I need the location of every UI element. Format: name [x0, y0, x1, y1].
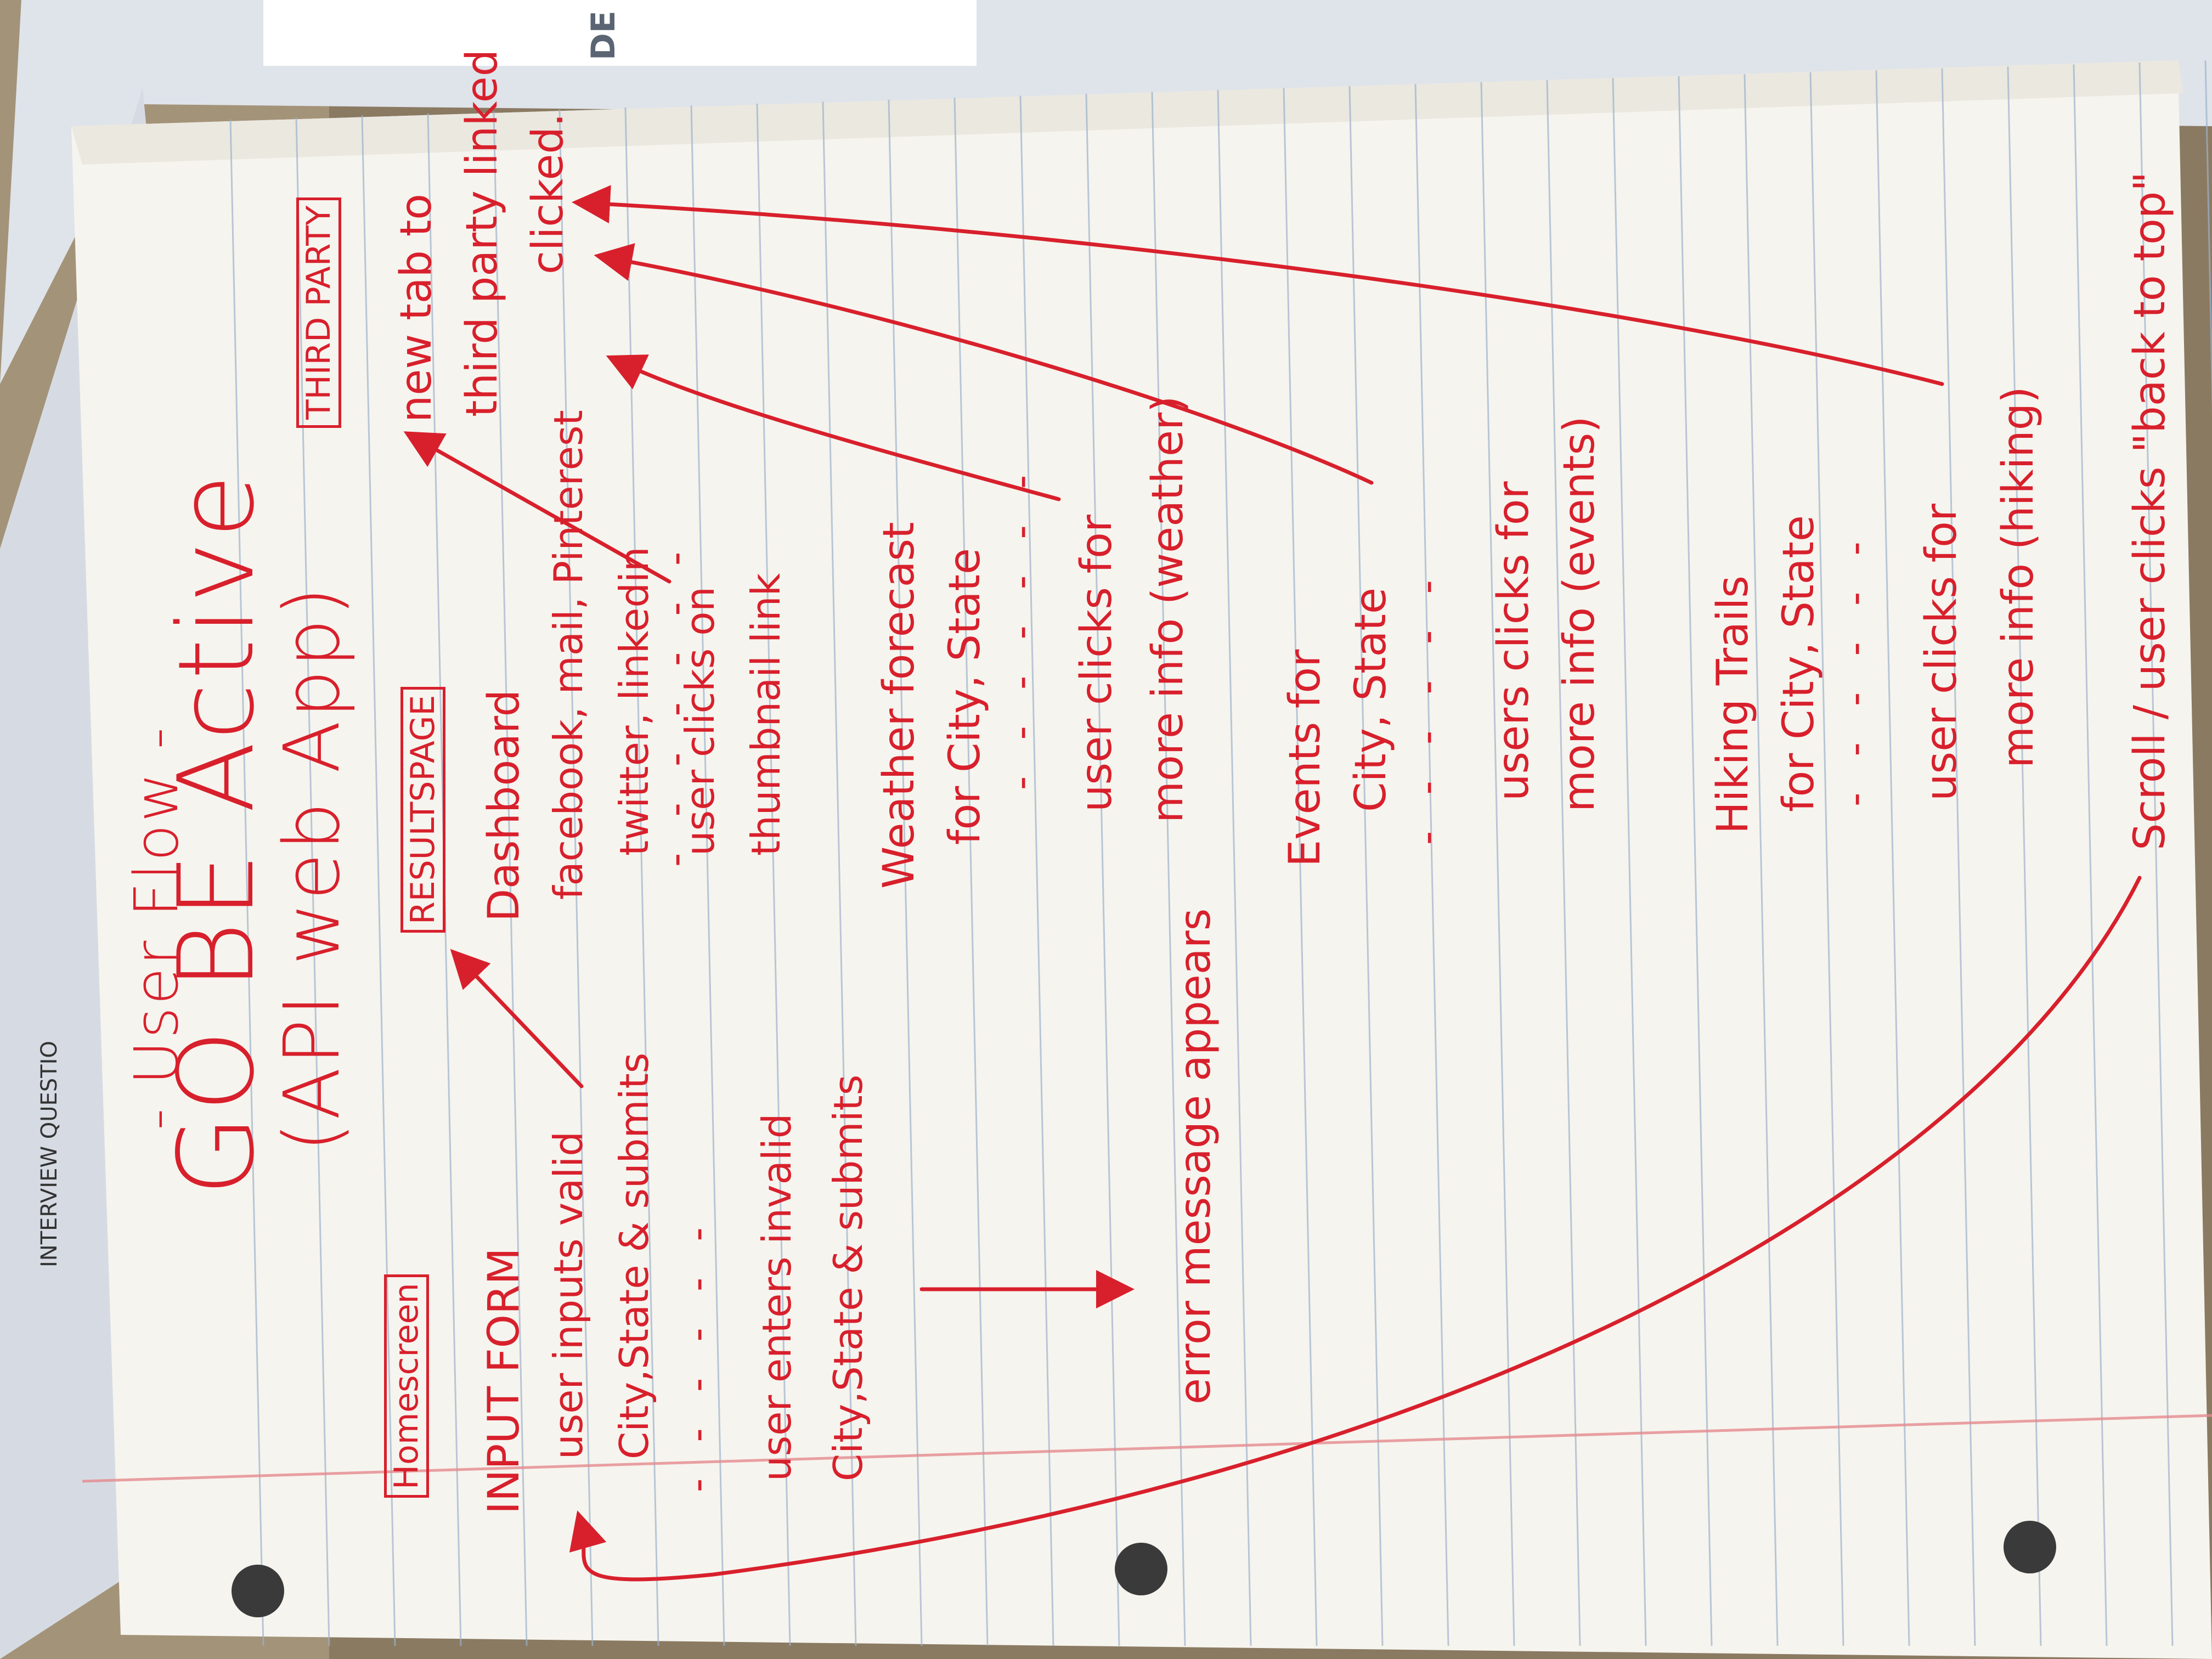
rule-line: [2138, 62, 2174, 1646]
rule-line: [493, 111, 528, 1646]
rule-line: [1283, 88, 1318, 1646]
rule-line: [1217, 89, 1252, 1646]
rule-line: [1678, 76, 1713, 1646]
rule-line: [690, 105, 725, 1646]
rule-line: [2073, 64, 2108, 1646]
rule-line: [1019, 95, 1054, 1646]
punch-hole: [1115, 1543, 1167, 1595]
rule-line: [1612, 78, 1647, 1646]
rule-line: [822, 101, 857, 1646]
rule-line: [1348, 86, 1384, 1646]
rule-line: [1085, 94, 1120, 1646]
rule-line: [1414, 84, 1449, 1646]
arrow-weather-to-third-party: [606, 354, 1061, 501]
rule-line: [295, 117, 330, 1646]
arrow-events-to-third-party: [594, 243, 1374, 485]
rule-line: [427, 113, 462, 1646]
rule-line: [361, 115, 396, 1646]
rule-line: [1480, 82, 1515, 1646]
arrow-back-to-top: [569, 876, 2142, 1582]
rule-line: [2007, 66, 2042, 1646]
rule-line: [1875, 70, 1910, 1646]
rule-line: [1809, 72, 1844, 1646]
rule-line: [229, 119, 264, 1646]
rule-line: [1546, 80, 1581, 1646]
punch-hole: [2004, 1521, 2056, 1573]
arrow-home-to-results: [450, 949, 584, 1088]
rule-line: [558, 109, 594, 1646]
arrow-dashboard-to-third-party: [403, 431, 672, 584]
arrow-hiking-to-third-party: [572, 185, 1944, 386]
rule-line: [1151, 92, 1186, 1646]
rule-line: [953, 98, 989, 1646]
rule-line: [756, 103, 791, 1646]
rule-line: [1941, 68, 1976, 1646]
punch-hole: [232, 1565, 284, 1617]
rule-line: [2204, 60, 2212, 417]
rule-line: [888, 99, 923, 1646]
rule-line: [1743, 74, 1779, 1646]
